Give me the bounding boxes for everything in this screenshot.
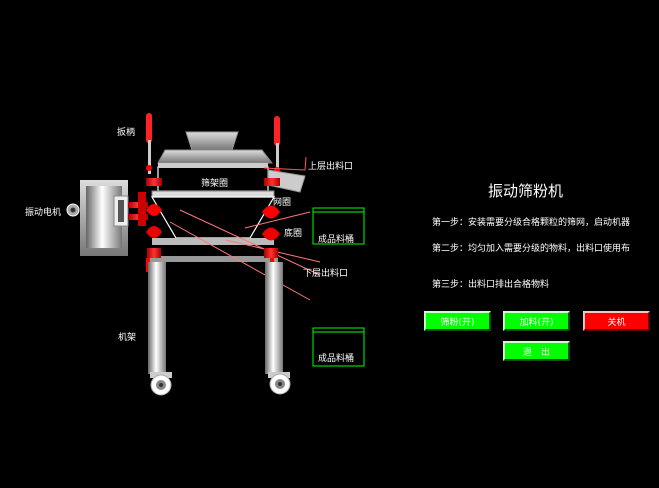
lower-plate	[148, 256, 278, 262]
exit-button[interactable]: 退 出	[503, 341, 570, 361]
label-product-bucket-lower: 成品料桶	[318, 354, 355, 364]
wheel-left-icon	[150, 372, 172, 396]
label-handle: 扳柄	[117, 128, 136, 138]
label-screen-frame: 筛架圈	[201, 179, 229, 189]
step-2-text: 第二步：均匀加入需要分级的物料，出料口使用布	[432, 244, 631, 254]
base-plate	[152, 238, 274, 245]
feed-hopper	[185, 131, 239, 151]
screen-frame-top-band	[158, 163, 268, 168]
bottom-ring	[150, 196, 276, 239]
top-cover	[157, 149, 274, 164]
label-lower-outlet: 下层出料口	[303, 269, 349, 279]
wheel-right-icon	[268, 372, 291, 395]
handle-left[interactable]	[146, 113, 152, 174]
motor-knob-icon	[66, 203, 80, 217]
mesh-ring	[151, 190, 275, 198]
feed-on-button[interactable]: 加料(开)	[503, 311, 570, 331]
label-product-bucket-upper: 成品料桶	[318, 235, 355, 245]
label-mesh-ring: 网圈	[273, 198, 292, 208]
shutdown-button[interactable]: 关机	[583, 311, 650, 331]
step-3-text: 第三步：出料口排出合格物料	[432, 280, 550, 290]
leg-right	[265, 262, 283, 374]
page-title: 振动筛粉机	[488, 182, 564, 200]
vibration-motor	[80, 180, 148, 256]
product-bucket-upper	[312, 207, 365, 245]
handle-right[interactable]	[274, 116, 280, 175]
label-bottom-ring: 底圈	[284, 229, 303, 239]
sieve-on-button[interactable]: 筛粉(开)	[424, 311, 491, 331]
clamp-right	[262, 178, 280, 272]
product-bucket-lower	[312, 327, 365, 367]
label-motor: 振动电机	[25, 208, 62, 218]
label-upper-outlet: 上层出料口	[308, 162, 354, 172]
step-1-text: 第一步：安装需要分级合格颗粒的筛网，启动机器	[432, 218, 631, 228]
label-frame: 机架	[118, 333, 137, 343]
leg-left	[148, 262, 166, 374]
